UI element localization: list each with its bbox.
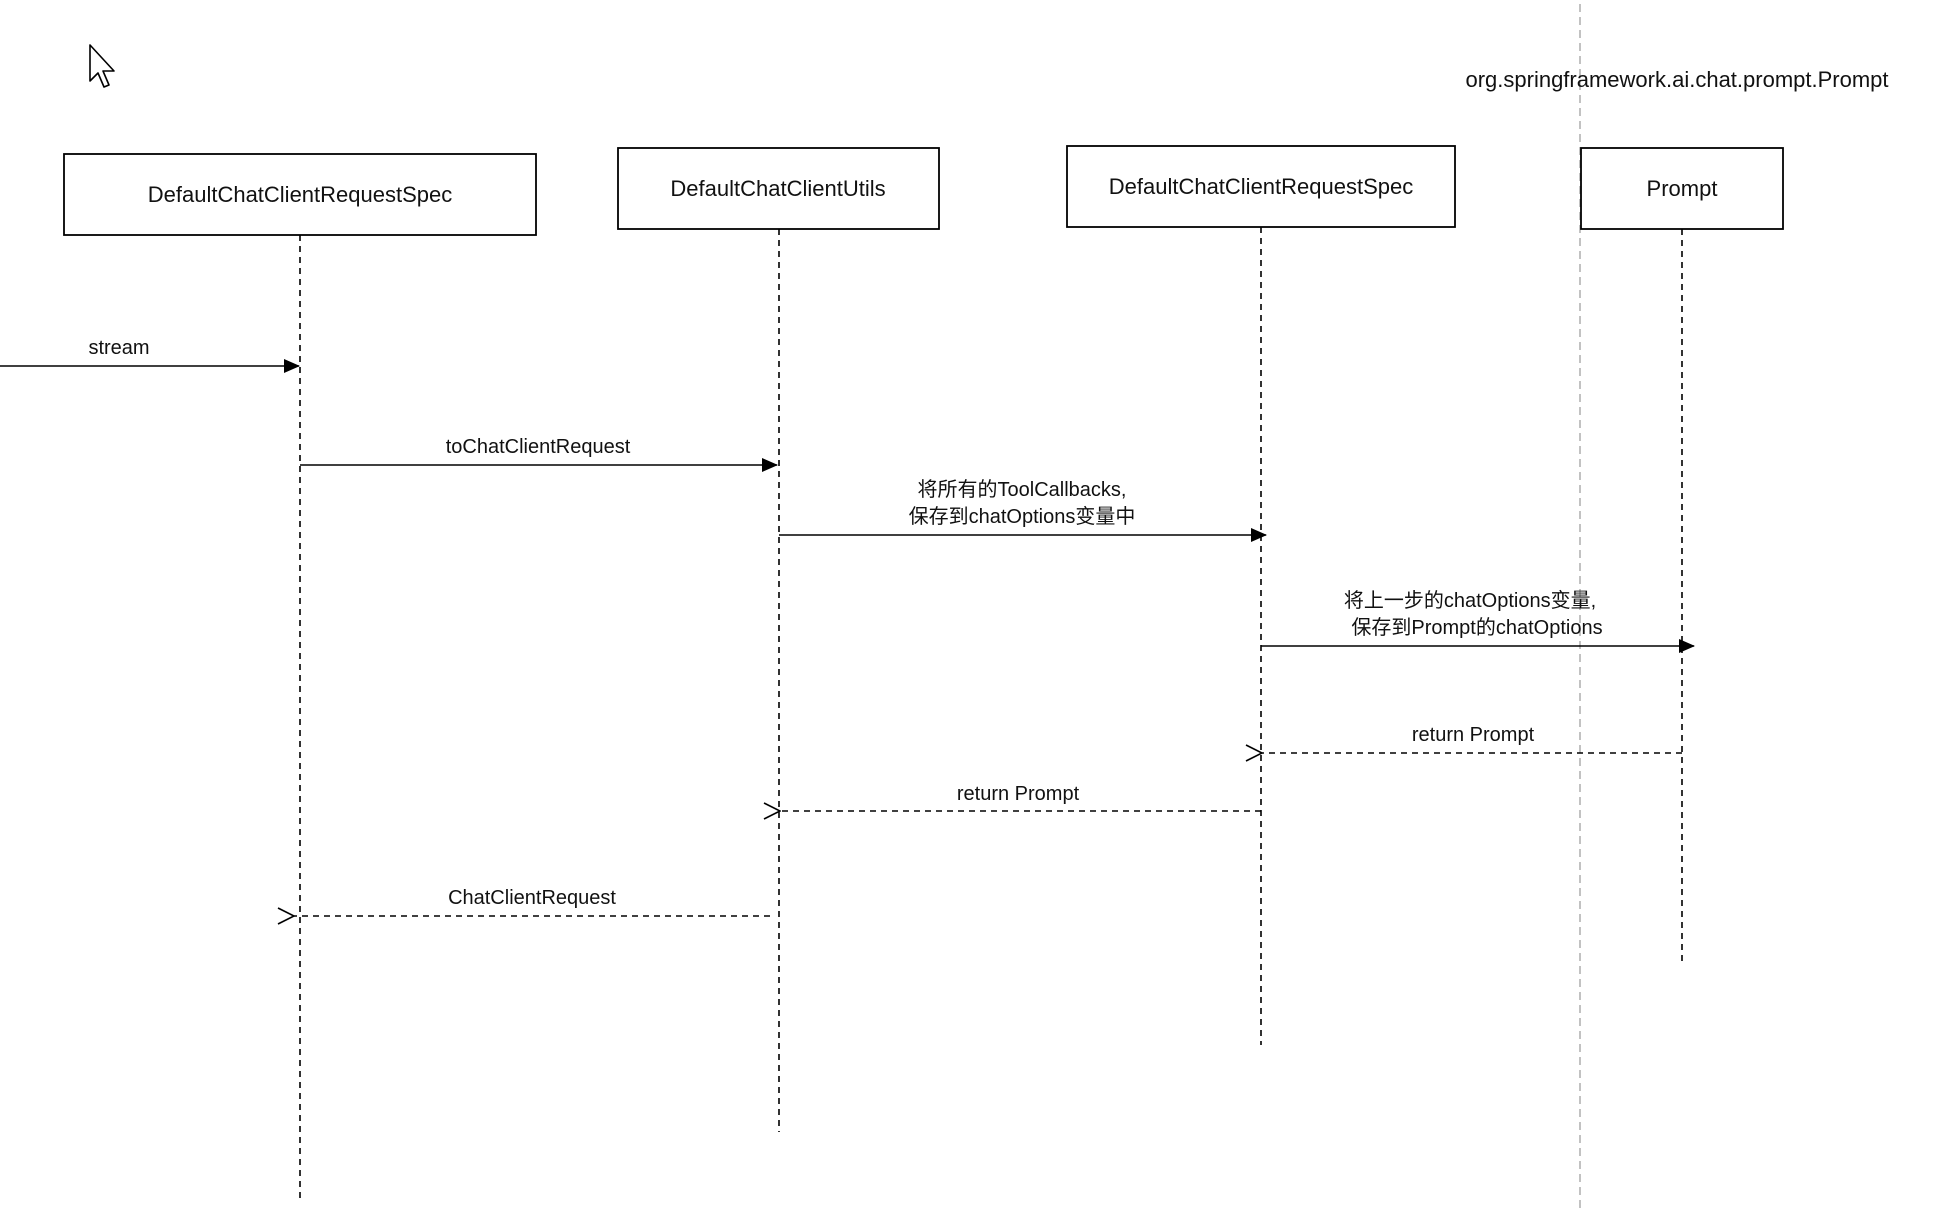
- message-save-tool-callbacks[interactable]: 将所有的ToolCallbacks, 保存到chatOptions变量中: [779, 478, 1267, 542]
- participant-label: DefaultChatClientUtils: [670, 176, 885, 201]
- participant-default-chat-client-request-spec[interactable]: DefaultChatClientRequestSpec: [63, 153, 537, 1198]
- message-stream[interactable]: stream: [0, 337, 300, 373]
- message-label-line-2: 保存到chatOptions变量中: [909, 505, 1136, 528]
- participant-default-chat-client-request-spec-2[interactable]: DefaultChatClientRequestSpec: [1066, 145, 1456, 1045]
- participant-label: DefaultChatClientRequestSpec: [1109, 174, 1414, 199]
- message-label: return Prompt: [1412, 724, 1535, 746]
- message-label: stream: [88, 337, 149, 359]
- message-label: ChatClientRequest: [448, 887, 616, 909]
- participant-box[interactable]: [63, 153, 537, 236]
- mouse-pointer-icon: [89, 44, 115, 88]
- message-label-line-1: 将上一步的chatOptions变量,: [1344, 589, 1596, 612]
- participant-box[interactable]: [617, 147, 940, 230]
- participant-default-chat-client-utils[interactable]: DefaultChatClientUtils: [617, 147, 940, 1132]
- participant-prompt[interactable]: Prompt: [1580, 147, 1784, 962]
- message-label-line-1: 将所有的ToolCallbacks,: [918, 478, 1127, 501]
- message-return-prompt[interactable]: return Prompt: [1262, 724, 1682, 753]
- message-label: return Prompt: [957, 783, 1080, 805]
- message-save-prompt-chat-options[interactable]: 将上一步的chatOptions变量, 保存到Prompt的chatOption…: [1261, 589, 1695, 653]
- message-label-line-2: 保存到Prompt的chatOptions: [1351, 616, 1602, 639]
- message-chat-client-request[interactable]: ChatClientRequest: [294, 887, 770, 916]
- participant-label: Prompt: [1647, 176, 1718, 201]
- message-return-prompt-2[interactable]: return Prompt: [780, 783, 1261, 811]
- message-to-chat-client-request[interactable]: toChatClientRequest: [300, 436, 778, 472]
- participant-box[interactable]: [1066, 145, 1456, 228]
- participant-label: DefaultChatClientRequestSpec: [148, 182, 453, 207]
- package-label: org.springframework.ai.chat.prompt.Promp…: [1465, 67, 1888, 92]
- participant-box[interactable]: [1580, 147, 1784, 230]
- message-label: toChatClientRequest: [446, 436, 631, 458]
